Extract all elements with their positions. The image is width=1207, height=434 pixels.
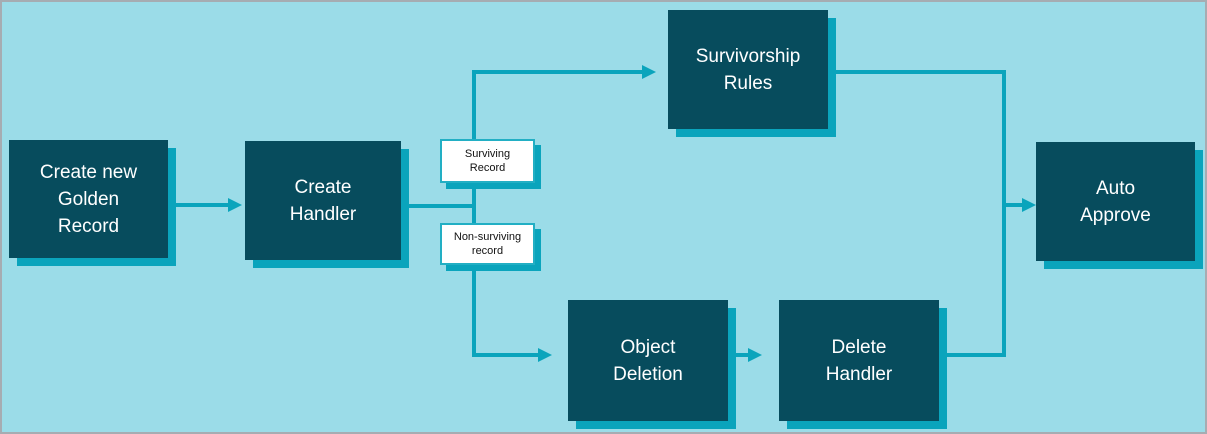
- arrowhead-into-delete-handler: [748, 348, 762, 362]
- node-object-deletion: Object Deletion: [568, 300, 728, 421]
- arrowhead-into-object-deletion: [538, 348, 552, 362]
- connector-merge-vertical: [1002, 70, 1006, 357]
- connector-handler-branch-stem: [401, 204, 476, 208]
- node-label: Create Handler: [289, 176, 357, 225]
- arrowhead-into-auto-approve: [1022, 198, 1036, 212]
- connector-delete-to-merge: [939, 353, 1006, 357]
- connector-survivorship-to-merge: [828, 70, 1006, 74]
- edge-label-surviving-record: Surviving Record: [440, 139, 535, 183]
- edge-label-text: Surviving Record: [464, 148, 511, 174]
- node-label: Create new Golden Record: [39, 161, 138, 237]
- connector-branch-vertical: [472, 70, 476, 357]
- node-label: Survivorship Rules: [695, 45, 801, 94]
- node-auto-approve: Auto Approve: [1036, 142, 1195, 261]
- node-label: Delete Handler: [825, 336, 893, 385]
- arrowhead-into-survivorship-rules: [642, 65, 656, 79]
- node-create-handler: Create Handler: [245, 141, 401, 260]
- node-survivorship-rules: Survivorship Rules: [668, 10, 828, 129]
- connector-object-to-delete-handler: [728, 353, 748, 357]
- connector-golden-to-handler: [168, 203, 228, 207]
- node-label: Object Deletion: [613, 336, 683, 385]
- arrowhead-into-create-handler: [228, 198, 242, 212]
- connector-branch-to-survivorship: [472, 70, 642, 74]
- edge-label-text: Non-surviving record: [453, 231, 522, 257]
- node-delete-handler: Delete Handler: [779, 300, 939, 421]
- connector-branch-to-object-deletion: [472, 353, 538, 357]
- edge-label-non-surviving-record: Non-surviving record: [440, 223, 535, 265]
- connector-merge-to-auto-approve: [1006, 203, 1022, 207]
- node-label: Auto Approve: [1080, 177, 1151, 226]
- node-create-new-golden-record: Create new Golden Record: [9, 140, 168, 258]
